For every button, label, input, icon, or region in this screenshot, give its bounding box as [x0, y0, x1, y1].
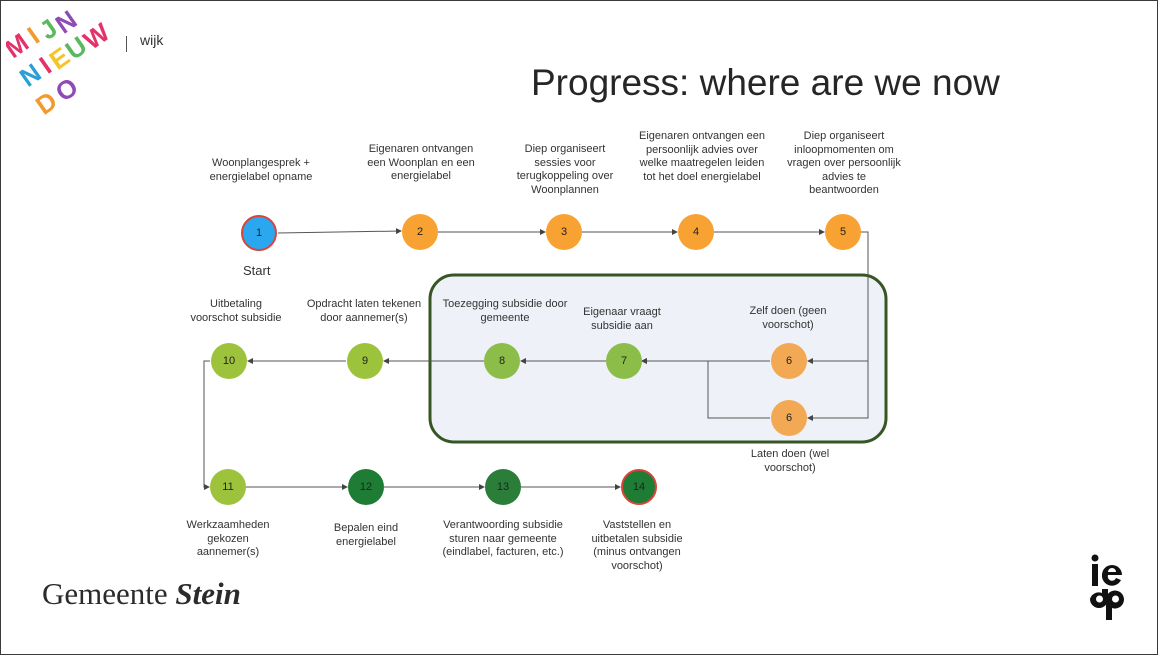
step-6b-label: Laten doen (wel voorschot): [750, 448, 830, 474]
step-1-node: 1: [241, 215, 277, 251]
step-12-node: 12: [348, 469, 384, 505]
step-8-label: Toezegging subsidie door gemeente: [442, 298, 568, 324]
step-5-label: Diep organiseert inloopmomenten om vrage…: [787, 130, 901, 196]
step-2-label: Eigenaren ontvangen een Woonplan en een …: [367, 143, 475, 182]
step-13-node: 13: [485, 469, 521, 505]
gemeente-prefix: Gemeente: [42, 576, 168, 611]
start-label: Start: [243, 263, 271, 278]
step-4-label: Eigenaren ontvangen een persoonlijk advi…: [639, 130, 765, 183]
step-11-node: 11: [210, 469, 246, 505]
step-9-node: 9: [347, 343, 383, 379]
step-6a-node: 6: [771, 343, 807, 379]
step-11-label: Werkzaamheden gekozen aannemer(s): [186, 519, 270, 558]
step-14-node: 14: [621, 469, 657, 505]
step-5-node: 5: [825, 214, 861, 250]
step-6a-label: Zelf doen (geen voorschot): [749, 305, 827, 331]
step-7-label: Eigenaar vraagt subsidie aan: [583, 306, 661, 332]
step-9-label: Opdracht laten tekenen door aannemer(s): [306, 298, 422, 324]
step-1-label: Woonplangesprek + energielabel opname: [209, 157, 313, 183]
step-2-node: 2: [402, 214, 438, 250]
mijn-nieuw-dorp-logo: M I J N N I E U W D O: [0, 4, 121, 120]
step-3-node: 3: [546, 214, 582, 250]
step-10-node: 10: [211, 343, 247, 379]
logo-separator: [126, 36, 127, 52]
iedp-logo: [1086, 553, 1126, 623]
subsidy-phase-frame: [428, 273, 888, 444]
page-title: Progress: where are we now: [531, 62, 1000, 103]
step-8-node: 8: [484, 343, 520, 379]
step-6b-node: 6: [771, 400, 807, 436]
step-4-node: 4: [678, 214, 714, 250]
step-13-label: Verantwoording subsidie sturen naar geme…: [442, 519, 564, 558]
step-10-label: Uitbetaling voorschot subsidie: [190, 298, 282, 324]
step-7-node: 7: [606, 343, 642, 379]
gemeente-stein-logo: Gemeente Stein: [42, 576, 241, 612]
logo-wijk-text: wijk: [140, 32, 164, 48]
step-3-label: Diep organiseert sessies voor terugkoppe…: [516, 143, 614, 196]
step-12-label: Bepalen eind energielabel: [333, 522, 399, 548]
step-14-label: Vaststellen en uitbetalen subsidie (minu…: [591, 519, 683, 572]
gemeente-name: Stein: [175, 576, 241, 611]
